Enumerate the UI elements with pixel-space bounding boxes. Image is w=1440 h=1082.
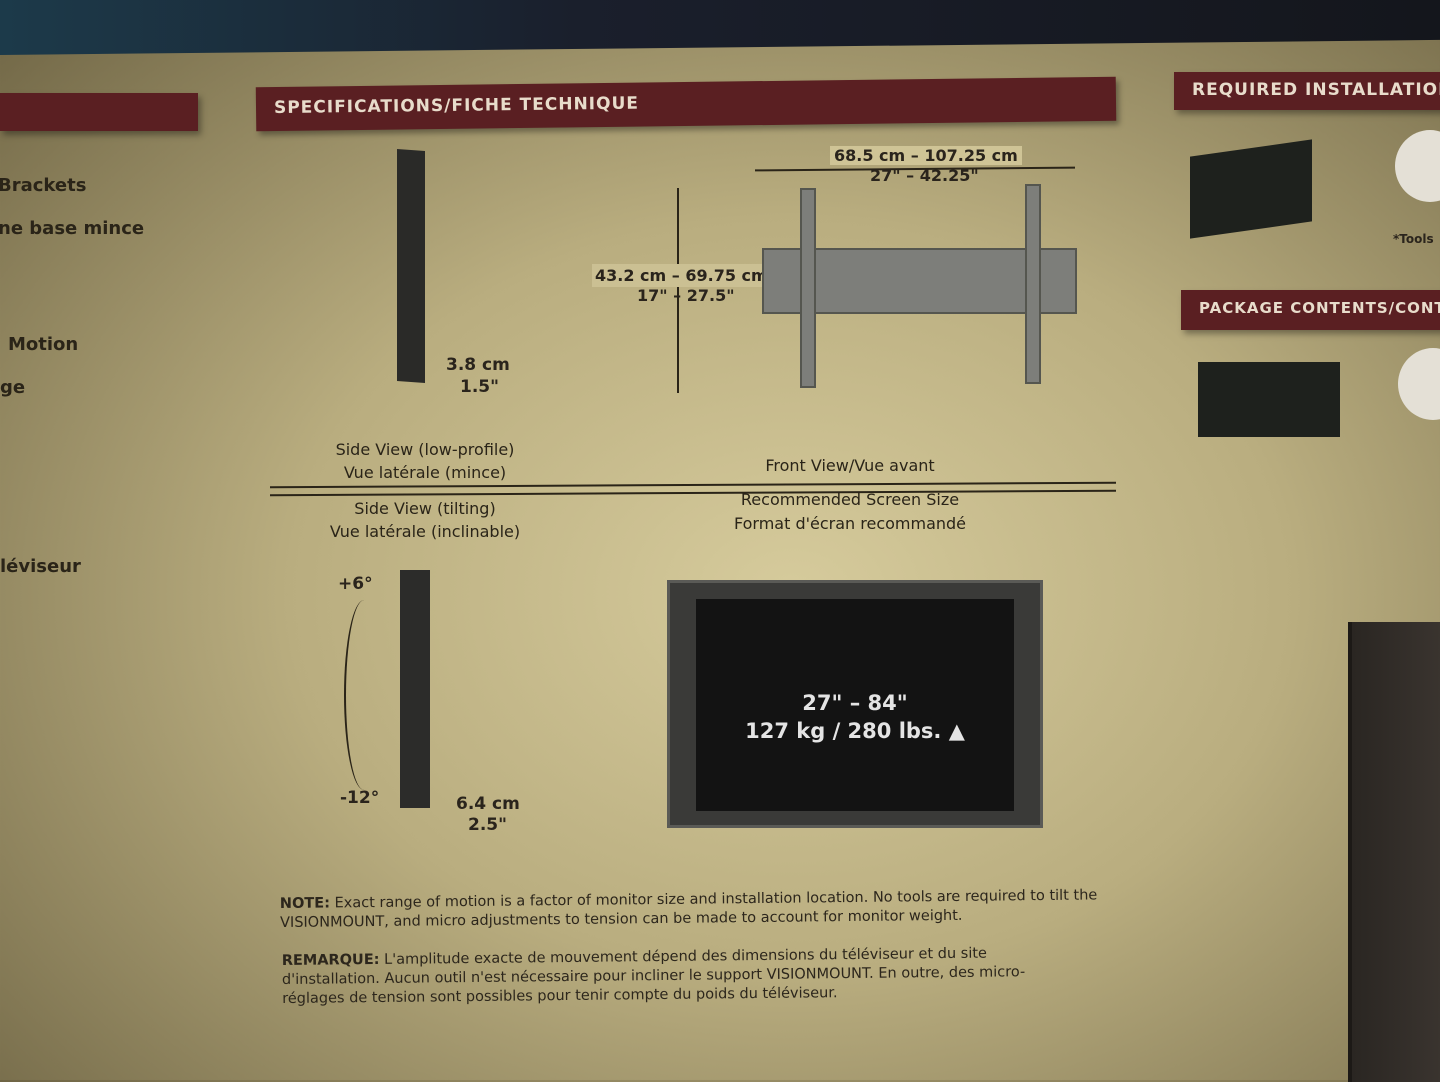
- mount-arm-left: [800, 188, 816, 388]
- toolbox-icon: [1190, 139, 1312, 239]
- left-banner: [0, 93, 198, 131]
- left-item: ge: [0, 377, 26, 398]
- low-profile-depth-cm: 3.8 cm: [446, 355, 510, 375]
- tv-illustration: 27" – 84" 127 kg / 280 lbs. ▲: [667, 580, 1043, 828]
- left-item: léviseur: [0, 556, 81, 577]
- remarque-label: REMARQUE:: [281, 951, 380, 970]
- tilt-arc-arrow: [344, 600, 384, 790]
- low-profile-label-fr: Vue latérale (mince): [343, 463, 507, 482]
- remarque-body: L'amplitude exacte de mouvement dépend d…: [281, 945, 1026, 1007]
- screen-size-range: 27" – 84": [802, 691, 908, 715]
- tilting-label-en: Side View (tilting): [354, 499, 496, 518]
- tilting-depth-cm: 6.4 cm: [456, 794, 520, 814]
- note-text: NOTE: Exact range of motion is a factor …: [280, 886, 1120, 933]
- specifications-banner: SPECIFICATIONS/FICHE TECHNIQUE: [255, 76, 1117, 132]
- low-profile-label-en: Side View (low-profile): [335, 440, 515, 459]
- mount-arm-right: [1025, 184, 1041, 384]
- height-dimension-line: [677, 188, 679, 393]
- tilting-label-fr: Vue latérale (inclinable): [329, 522, 521, 541]
- tools-note: *Tools: [1393, 232, 1434, 246]
- note-label: NOTE:: [279, 895, 331, 913]
- side-view-low-profile-illustration: [397, 149, 425, 383]
- weight-capacity: 127 kg / 280 lbs.: [745, 719, 942, 743]
- weight-icon: ▲: [948, 719, 965, 743]
- front-width-cm: 68.5 cm – 107.25 cm: [830, 146, 1022, 165]
- tilt-down-angle: -12°: [340, 788, 380, 808]
- front-height-cm: 43.2 cm – 69.75 cm: [592, 264, 771, 287]
- package-contents-banner: PACKAGE CONTENTS/CONTE: [1181, 290, 1440, 330]
- remarque-text: REMARQUE: L'amplitude exacte de mouvemen…: [282, 944, 1073, 1009]
- tool-circle-icon: [1395, 130, 1440, 202]
- tilt-up-angle: +6°: [338, 574, 373, 594]
- tv-screen: 27" – 84" 127 kg / 280 lbs. ▲: [696, 599, 1014, 811]
- front-width-in: 27" – 42.25": [870, 166, 979, 185]
- screen-size-label-fr: Format d'écran recommandé: [733, 514, 967, 533]
- side-view-tilting-illustration: [400, 570, 430, 808]
- front-view-label: Front View/Vue avant: [765, 456, 935, 475]
- note-body: Exact range of motion is a factor of mon…: [280, 887, 1098, 931]
- left-item: ne base mince: [0, 218, 145, 239]
- door-illustration: [1348, 622, 1440, 1082]
- open-box-icon: [1198, 362, 1340, 437]
- low-profile-depth-in: 1.5": [460, 377, 499, 397]
- front-height-in: 17" – 27.5": [637, 286, 735, 305]
- left-item: Motion: [8, 334, 79, 355]
- box-top-band: [0, 0, 1440, 56]
- screen-size-label-en: Recommended Screen Size: [740, 490, 960, 509]
- left-item: Brackets: [0, 175, 87, 196]
- package-item-circle-icon: [1398, 348, 1440, 420]
- tilting-depth-in: 2.5": [468, 815, 507, 835]
- required-installation-banner: REQUIRED INSTALLATION: [1174, 72, 1440, 110]
